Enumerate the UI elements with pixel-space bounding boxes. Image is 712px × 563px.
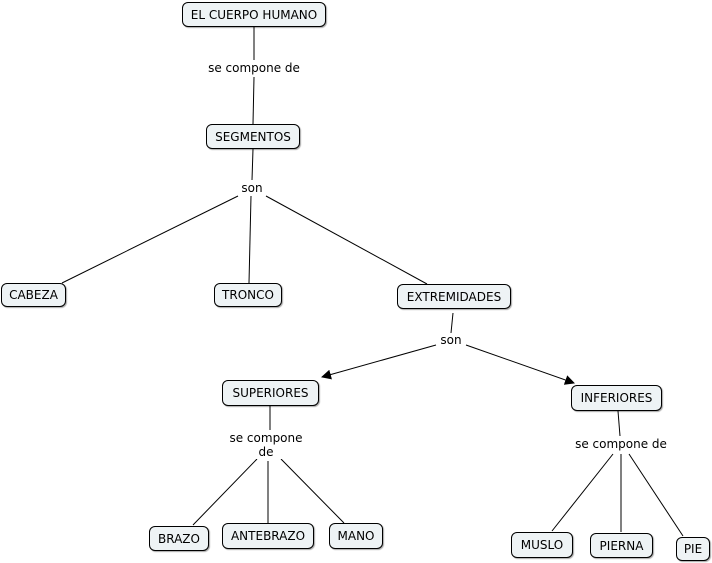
arrow-son-to-inferiores — [465, 344, 575, 385]
concept-pie[interactable]: PIE — [676, 537, 710, 561]
concept-segmentos[interactable]: SEGMENTOS — [206, 124, 300, 149]
concept-el-cuerpo-humano[interactable]: EL CUERPO HUMANO — [182, 2, 326, 27]
connector-phrase-to-brazo — [192, 458, 258, 526]
link-phrase-se-compone-de-1: se compone de — [204, 61, 304, 75]
connector-inferiores-to-phrase — [617, 410, 621, 437]
connector-phrase-to-muslo — [551, 453, 614, 532]
link-phrase-se-compone-de-2: se compone de — [226, 431, 306, 459]
connector-extremidades-to-son — [450, 312, 454, 334]
connector-phrase-to-pie — [628, 453, 684, 537]
connector-son-to-extremidades — [265, 195, 428, 285]
concept-pierna[interactable]: PIERNA — [590, 533, 653, 558]
concept-brazo[interactable]: BRAZO — [149, 526, 209, 551]
concept-extremidades[interactable]: EXTREMIDADES — [397, 284, 511, 309]
connector-son-to-tronco — [248, 195, 252, 284]
concept-tronco[interactable]: TRONCO — [214, 283, 282, 307]
concept-mano[interactable]: MANO — [329, 523, 383, 549]
connector-phrase-to-mano — [280, 458, 345, 524]
connector-phrase-to-segmentos — [252, 76, 255, 125]
concept-muslo[interactable]: MUSLO — [511, 532, 573, 558]
link-phrase-son-2: son — [437, 333, 465, 347]
concept-superiores[interactable]: SUPERIORES — [222, 380, 319, 406]
concept-inferiores[interactable]: INFERIORES — [571, 385, 662, 411]
connector-segmentos-to-son — [251, 148, 254, 181]
link-phrase-son-1: son — [238, 181, 266, 195]
concept-cabeza[interactable]: CABEZA — [1, 283, 66, 307]
concept-antebrazo[interactable]: ANTEBRAZO — [222, 523, 314, 549]
connector-son-to-cabeza — [61, 195, 239, 284]
link-phrase-se-compone-de-3: se compone de — [571, 437, 671, 451]
arrow-son-to-superiores — [321, 344, 437, 380]
